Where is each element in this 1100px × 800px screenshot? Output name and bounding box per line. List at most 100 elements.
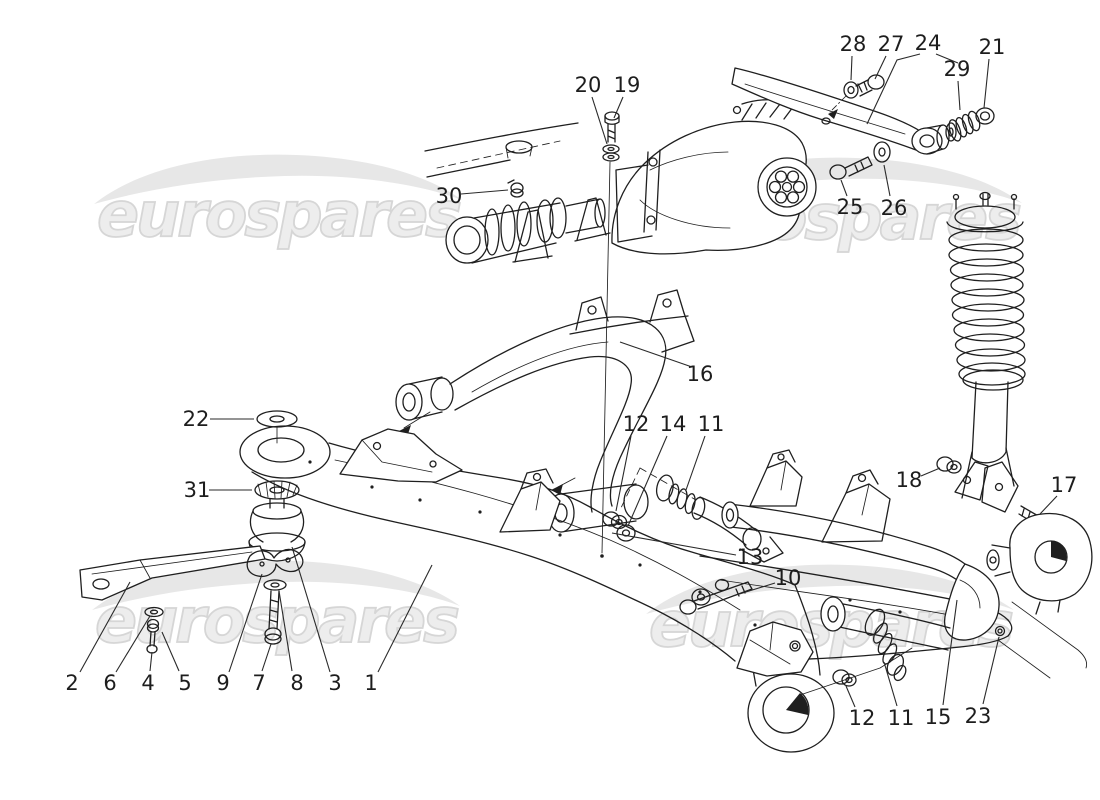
callout-number: 6 [103,671,116,695]
callout-number: 7 [252,671,265,695]
callout-number: 1 [364,671,377,695]
callout-leader-line [957,80,961,111]
hub-carrier [986,512,1093,679]
callout-leader-line [161,631,180,672]
callout-11: 11 [685,412,725,491]
nut-18 [936,456,962,474]
callout-number: 21 [979,35,1006,59]
watermark-swoosh [646,564,1014,614]
bolt-30 [507,179,524,198]
callout-12: 12 [615,412,650,512]
callout-2: 2 [65,581,131,695]
callout-number: 13 [737,545,764,569]
callout-number: 23 [965,704,992,728]
callout-leader-line [732,582,776,597]
callout-number: 30 [436,184,463,208]
callout-leader-line [982,636,1000,705]
watermark-swoosh [94,154,462,204]
callout-number: 15 [925,705,952,729]
washer-28 [843,81,859,99]
callout-22: 22 [183,407,254,431]
callout-leader-line [883,661,898,707]
callout-leader-line [845,685,856,708]
callout-10: 10 [732,566,801,597]
callout-number: 16 [687,362,714,386]
callout-26: 26 [881,164,908,220]
callout-9: 9 [216,573,263,695]
callout-number: 24 [915,31,942,55]
callout-leader-line [591,96,608,145]
callout-13: 13 [611,532,764,569]
callout-24: 24 [866,31,959,125]
callout-leader-line [291,546,331,673]
callout-leader-line [866,53,921,125]
callout-5: 5 [161,631,192,695]
callout-number: 9 [216,671,229,695]
callout-number: 8 [290,671,303,695]
callout-number: 5 [178,671,191,695]
callout-leader-line [942,599,958,706]
serrated-bushing-29 [948,110,981,142]
callout-leader-line [883,164,891,197]
callout-20: 20 [575,73,608,145]
callout-leader-line [935,53,959,64]
callout-number: 26 [881,196,908,220]
callout-leader-line [850,55,853,81]
washer-26 [873,141,891,163]
callout-number: 18 [896,468,923,492]
callout-leader-line [615,435,632,512]
callout-leader-line [840,179,848,197]
callout-17: 17 [1039,473,1078,515]
callout-number: 3 [328,671,341,695]
callout-number: 31 [184,478,211,502]
bolt-25 [829,156,873,180]
callout-leader-line [261,643,272,672]
shock-absorber [946,191,1026,513]
callout-leader-line [920,467,941,477]
callout-number: 17 [1051,473,1078,497]
callout-29: 29 [944,57,971,111]
callout-leader-line [460,189,509,195]
callout-4: 4 [141,651,155,695]
callout-number: 20 [575,73,602,97]
callout-1: 1 [364,564,433,695]
body-rail [424,122,579,178]
callout-number: 22 [183,407,210,431]
callout-leader-line [611,532,737,556]
callout-leader-line [377,564,433,673]
bolt-27 [855,74,885,97]
callout-number: 2 [65,671,78,695]
watermark-0: eurospares [94,154,464,252]
callout-leader-line [149,651,153,672]
callout-number: 11 [698,412,725,436]
toe-link-parts [602,467,784,615]
lower-wishbone [721,501,1006,696]
callout-number: 19 [614,73,641,97]
callout-23: 23 [965,636,1000,728]
callout-number: 28 [840,32,867,56]
callout-7: 7 [252,643,272,695]
callout-leader-line [874,55,887,80]
callout-21: 21 [979,35,1006,109]
callout-leader-line [619,341,693,368]
callout-30: 30 [436,184,509,208]
watermark-text: eurospares [97,178,460,251]
callout-leader-line [627,435,668,527]
callout-19: 19 [613,73,641,119]
callout-16: 16 [619,341,714,386]
differential [611,99,817,255]
callout-leader-line [685,435,706,491]
callout-number: 12 [623,412,650,436]
callout-number: 4 [141,671,154,695]
support-strut [79,545,304,654]
driveshaft-coupling [445,197,611,264]
callout-15: 15 [925,599,958,729]
callout-number: 27 [878,32,905,56]
callout-6: 6 [103,615,151,695]
callout-number: 29 [944,57,971,81]
callout-18: 18 [896,467,941,492]
callout-leader-line [115,615,151,673]
